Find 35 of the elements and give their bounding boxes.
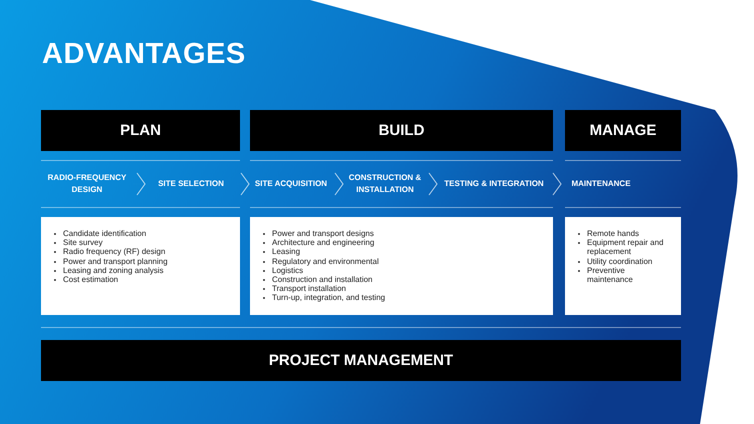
- list-item: Architecture and engineering: [272, 238, 374, 248]
- step-label: SITE ACQUISITION: [254, 178, 328, 190]
- list-item: Leasing and zoning analysis: [63, 266, 164, 275]
- list-item: Power and transport planning: [63, 256, 168, 266]
- chevron-arrow: [550, 172, 562, 196]
- task-list-card: [250, 217, 553, 315]
- column-header: BUILD: [250, 110, 553, 151]
- chevron-arrow: [426, 172, 438, 196]
- list-item: Candidate identification: [63, 229, 146, 238]
- step-label: RADIO-FREQUENCY DESIGN: [46, 172, 128, 196]
- list-item: Logistics: [272, 266, 304, 275]
- list-item: Equipment repair and replacement: [587, 238, 664, 256]
- list-item: Site survey: [63, 238, 103, 248]
- list-item: Regulatory and environmental: [272, 256, 379, 266]
- step-label: CONSTRUCTION & INSTALLATION: [348, 172, 422, 196]
- step-label: SITE SELECTION: [158, 178, 224, 190]
- chevron-arrow: [332, 172, 344, 196]
- task-list-card: [41, 217, 240, 315]
- list-item: Cost estimation: [63, 275, 118, 284]
- list-item: Transport installation: [272, 284, 346, 294]
- column-header: MANAGE: [565, 110, 681, 151]
- list-item: Leasing: [272, 247, 300, 256]
- banner: PROJECT MANAGEMENT: [41, 340, 681, 381]
- step-label: MAINTENANCE: [571, 178, 631, 190]
- list-item: Turn-up, integration, and testing: [272, 293, 386, 302]
- column-header: PLAN: [41, 110, 240, 151]
- list-item: Radio frequency (RF) design: [63, 247, 166, 256]
- step-label: TESTING & INTEGRATION: [444, 178, 544, 190]
- list-item: Utility coordination: [587, 256, 652, 266]
- list-item: Remote hands: [587, 229, 640, 238]
- list-item: Construction and installation: [272, 275, 373, 284]
- task-list-card: [565, 217, 681, 315]
- slide-title: ADVANTAGES: [42, 38, 246, 71]
- list-item: Preventive maintenance: [587, 266, 633, 284]
- list-item: Power and transport designs: [272, 229, 374, 238]
